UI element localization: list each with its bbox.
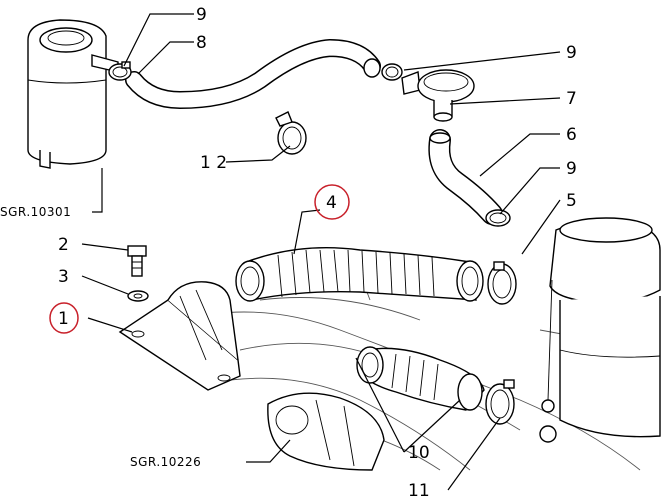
callout-7: 7	[566, 89, 577, 109]
callout-3: 3	[58, 267, 69, 287]
throttle-body	[267, 392, 385, 471]
hose-8	[125, 38, 381, 110]
washer-3	[127, 290, 149, 302]
breather-valve-7	[401, 69, 475, 122]
highlight-callout-4	[314, 184, 350, 220]
highlight-callout-1	[49, 302, 79, 334]
air-filter-housing	[539, 217, 661, 443]
reference-codes: SGR.10301 SGR.10226	[0, 205, 201, 469]
bolt-2	[127, 245, 147, 277]
callout-2: 2	[58, 235, 69, 255]
reference-sgr-10301: SGR.10301	[0, 205, 71, 219]
hose-clamp-12	[275, 111, 307, 155]
reference-sgr-10226: SGR.10226	[130, 455, 201, 469]
callout-6: 6	[566, 125, 577, 145]
hose-6	[428, 129, 503, 225]
intake-hose-4	[235, 247, 484, 302]
callout-8: 8	[196, 33, 207, 53]
hose-clamp-5	[487, 261, 517, 305]
callout-9-top-left: 9	[196, 5, 207, 25]
callout-1: 1	[58, 309, 69, 329]
reservoir-tank	[27, 19, 119, 169]
hose-10	[356, 346, 485, 411]
callout-12: 1 2	[200, 153, 227, 173]
hose-clamp-9b	[381, 63, 403, 81]
callout-9-right: 9	[566, 159, 577, 179]
leader-lines	[81, 13, 561, 491]
hose-clamp-11	[485, 379, 515, 425]
bracket-1	[118, 281, 241, 391]
highlights	[49, 184, 350, 334]
hose-clamp-9c	[485, 209, 511, 227]
callout-5: 5	[566, 191, 577, 211]
callout-9-top-right: 9	[566, 43, 577, 63]
callout-10: 10	[408, 443, 430, 463]
callout-labels: 9 8 9 7 6 9 5 1 2 4 2 3 1 10 11	[58, 5, 577, 498]
callout-4: 4	[326, 193, 337, 213]
callout-11: 11	[408, 481, 430, 498]
